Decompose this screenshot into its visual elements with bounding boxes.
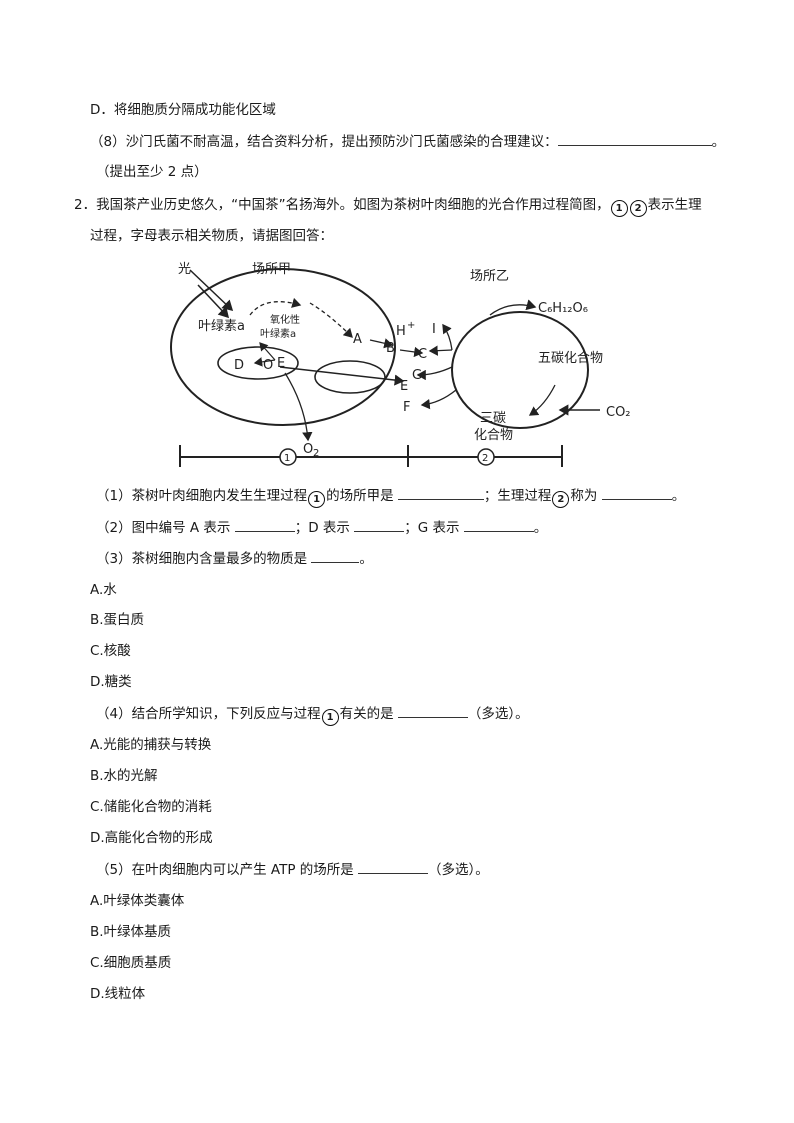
question-2-text: 2．我国茶产业历史悠久，“中国茶”名扬海外。如图为茶树叶肉细胞的光合作用过程简图… bbox=[74, 197, 610, 213]
label-light: 光 bbox=[178, 262, 191, 277]
q2-text-2: ；D 表示 bbox=[294, 520, 350, 536]
q2-end: 。 bbox=[533, 520, 548, 536]
label-oxidized-1: 氧化性 bbox=[270, 313, 300, 326]
q1-text-3: ；生理过程 bbox=[483, 488, 552, 504]
q5-end: （多选）。 bbox=[428, 862, 489, 878]
q1-text: （1）茶树叶肉细胞内发生生理过程 bbox=[96, 488, 308, 504]
label-co2: CO₂ bbox=[606, 405, 631, 420]
q3-end: 。 bbox=[359, 551, 373, 567]
circled-2-icon: 2 bbox=[629, 200, 647, 217]
process-1-label: 1 bbox=[284, 453, 290, 464]
label-A: A bbox=[353, 332, 362, 347]
label-O2-sub: 2 bbox=[313, 448, 319, 459]
answer-blank-q2-g[interactable] bbox=[463, 517, 534, 532]
q5-option-a[interactable]: A.叶绿体类囊体 bbox=[90, 893, 185, 909]
label-I: I bbox=[432, 322, 436, 337]
label-B: B bbox=[386, 341, 395, 356]
question-2-intro-2: 过程，字母表示相关物质，请据图回答： bbox=[90, 228, 333, 244]
q2-text-3: ；G 表示 bbox=[404, 520, 460, 536]
q4-text-2: 有关的是 bbox=[339, 706, 394, 722]
q4-text: （4）结合所学知识，下列反应与过程 bbox=[96, 706, 321, 722]
q5-option-d[interactable]: D.线粒体 bbox=[90, 986, 146, 1002]
q1-text-4: 称为 bbox=[570, 488, 598, 504]
label-c5: 五碳化合物 bbox=[538, 351, 603, 366]
label-E-left: E bbox=[277, 356, 285, 371]
q1-end: 。 bbox=[671, 488, 686, 504]
q4-end: （多选）。 bbox=[467, 706, 529, 722]
option-d-line: D．将细胞质分隔成功能化区域 bbox=[90, 102, 276, 118]
label-E-right: E bbox=[400, 379, 408, 394]
question-2-text-end: 表示生理 bbox=[647, 197, 702, 213]
label-F: F bbox=[403, 400, 410, 415]
q3-option-b[interactable]: B.蛋白质 bbox=[90, 612, 145, 628]
q2-text: （2）图中编号 A 表示 bbox=[96, 520, 231, 536]
question-2-intro: 2．我国茶产业历史悠久，“中国茶”名扬海外。如图为茶树叶肉细胞的光合作用过程简图… bbox=[74, 195, 702, 217]
q3-option-c[interactable]: C.核酸 bbox=[90, 643, 131, 659]
q4-option-d[interactable]: D.高能化合物的形成 bbox=[90, 830, 213, 846]
label-O1: O bbox=[263, 358, 273, 373]
label-oxidized-2: 叶绿素a bbox=[260, 327, 296, 340]
circled-1-icon: 1 bbox=[610, 200, 628, 217]
question-8: （8）沙门氏菌不耐高温，结合资料分析，提出预防沙门氏菌感染的合理建议： 。 bbox=[90, 131, 725, 152]
label-c3-line2: 化合物 bbox=[474, 428, 513, 443]
question-8-text: （8）沙门氏菌不耐高温，结合资料分析，提出预防沙门氏菌感染的合理建议： bbox=[90, 134, 558, 150]
label-glucose: C₆H₁₂O₆ bbox=[538, 301, 588, 316]
circled-2-icon: 2 bbox=[552, 491, 570, 508]
label-D: D bbox=[234, 358, 244, 373]
circled-1-icon: 1 bbox=[308, 491, 326, 508]
q5-text: （5）在叶肉细胞内可以产生 ATP 的场所是 bbox=[96, 862, 354, 878]
question-8-note: （提出至少 2 点） bbox=[96, 164, 208, 180]
thylakoid-2 bbox=[314, 360, 386, 394]
answer-blank-q4[interactable] bbox=[397, 703, 468, 718]
answer-blank-q2-a[interactable] bbox=[234, 517, 295, 532]
q4-option-b[interactable]: B.水的光解 bbox=[90, 768, 158, 784]
chloroplast-outline bbox=[170, 268, 396, 426]
label-C: C bbox=[418, 347, 427, 362]
q1-text-2: 的场所甲是 bbox=[326, 488, 394, 504]
label-c3-line1: 三碳 bbox=[480, 411, 506, 426]
q5-option-b[interactable]: B.叶绿体基质 bbox=[90, 924, 172, 940]
q3-option-d[interactable]: D.糖类 bbox=[90, 674, 132, 690]
sub-question-3: （3）茶树细胞内含量最多的物质是 。 bbox=[96, 548, 373, 569]
q4-option-a[interactable]: A.光能的捕获与转换 bbox=[90, 737, 212, 753]
calvin-cycle-circle bbox=[451, 311, 589, 429]
circled-1-icon: 1 bbox=[321, 709, 339, 726]
answer-blank-q1-process[interactable] bbox=[601, 485, 672, 500]
answer-blank-q1-site[interactable] bbox=[397, 485, 484, 500]
q3-text: （3）茶树细胞内含量最多的物质是 bbox=[96, 551, 308, 567]
answer-blank-q2-d[interactable] bbox=[354, 517, 405, 532]
label-H-plus: + bbox=[407, 320, 415, 331]
q4-option-c[interactable]: C.储能化合物的消耗 bbox=[90, 799, 212, 815]
process-2-label: 2 bbox=[482, 453, 488, 464]
question-8-end: 。 bbox=[711, 134, 726, 150]
photosynthesis-diagram: 光 场所甲 场所乙 叶绿素a 氧化性 叶绿素a A B H + I C D O … bbox=[170, 262, 631, 467]
thylakoid-1 bbox=[217, 346, 299, 380]
sub-question-5: （5）在叶肉细胞内可以产生 ATP 的场所是 （多选）。 bbox=[96, 859, 489, 880]
label-site-b: 场所乙 bbox=[470, 269, 509, 284]
label-site-a: 场所甲 bbox=[252, 262, 291, 277]
label-O2: O bbox=[303, 442, 313, 457]
label-G: G bbox=[412, 368, 422, 383]
q5-option-c[interactable]: C.细胞质基质 bbox=[90, 955, 172, 971]
answer-blank-8[interactable] bbox=[557, 131, 712, 146]
sub-question-2: （2）图中编号 A 表示 ；D 表示 ；G 表示 。 bbox=[96, 517, 547, 538]
answer-blank-q5[interactable] bbox=[358, 859, 429, 874]
q3-option-a[interactable]: A.水 bbox=[90, 582, 117, 598]
label-chlorophyll-a: 叶绿素a bbox=[198, 319, 245, 334]
label-H: H bbox=[396, 324, 406, 339]
answer-blank-q3[interactable] bbox=[311, 548, 360, 563]
